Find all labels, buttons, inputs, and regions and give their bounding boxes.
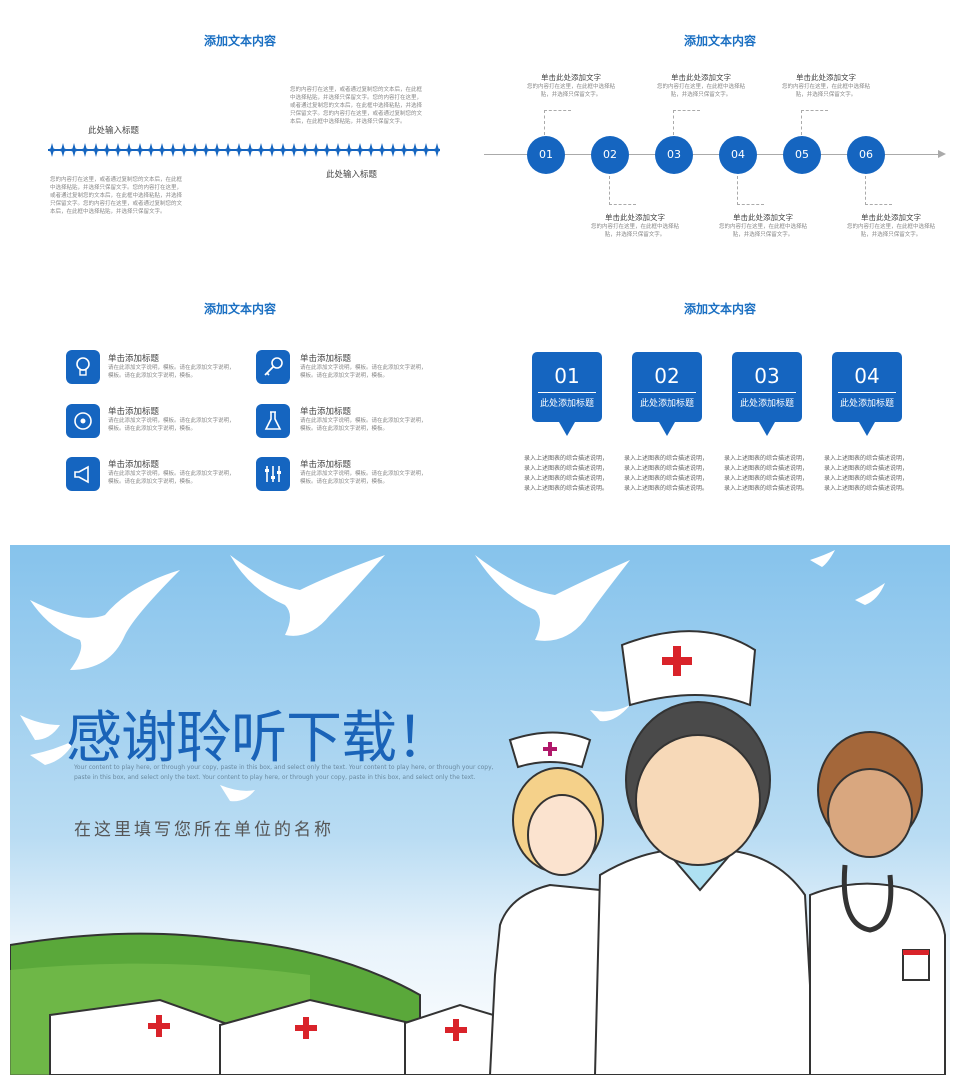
card-desc: 录入上述图表的综合描述说明，录入上述图表的综合描述说明，录入上述图表的综合描述说… (724, 455, 809, 492)
star-marker (299, 143, 311, 157)
connector (865, 176, 892, 205)
thank-you-banner: 感谢聆听下载！ Your content to play here, or th… (10, 545, 950, 1075)
star-marker (178, 143, 190, 157)
slide-cards: 添加文本内容 01 此处添加标题 02 此处添加标题 03 此处添加标题 04 … (480, 272, 960, 540)
star-marker (167, 143, 179, 157)
lightbulb-icon (66, 350, 100, 384)
star-marker (123, 143, 135, 157)
headline: 感谢聆听下载！ (66, 706, 452, 771)
dove-icon (20, 550, 885, 802)
disc-icon (66, 404, 100, 438)
key-icon (256, 350, 290, 384)
card-desc: 录入上述图表的综合描述说明，录入上述图表的综合描述说明，录入上述图表的综合描述说… (524, 455, 609, 492)
list-item: 单击添加标题 请在此添加文字说明，模板。请在此添加文字说明，模板。请在此添加文字… (300, 354, 427, 379)
star-marker (266, 143, 278, 157)
star-marker (68, 143, 80, 157)
list-item: 单击添加标题 请在此添加文字说明，模板。请在此添加文字说明，模板。请在此添加文字… (108, 460, 235, 485)
card: 03 此处添加标题 (732, 352, 802, 436)
list-item: 单击添加标题 请在此添加文字说明，模板。请在此添加文字说明，模板。请在此添加文字… (108, 407, 235, 432)
star-marker (222, 143, 234, 157)
star-marker (310, 143, 322, 157)
banner-illustration (10, 550, 946, 1075)
sliders-icon (256, 457, 290, 491)
slide-title: 添加文本内容 (683, 302, 756, 316)
cross-line (46, 142, 443, 158)
organization-subtitle: 在这里填写您所在单位的名称 (74, 820, 334, 840)
star-marker (288, 143, 300, 157)
arrow-line (484, 154, 944, 155)
card-desc: 录入上述图表的综合描述说明，录入上述图表的综合描述说明，录入上述图表的综合描述说… (824, 455, 909, 492)
star-marker (233, 143, 245, 157)
star-marker (277, 143, 289, 157)
star-marker (420, 143, 432, 157)
star-marker (90, 143, 102, 157)
star-marker (343, 143, 355, 157)
slide-title: 添加文本内容 (683, 34, 756, 48)
star-marker (145, 143, 157, 157)
list-item: 单击添加标题 请在此添加文字说明，模板。请在此添加文字说明，模板。请在此添加文字… (108, 354, 235, 379)
step-bottom-label: 单击此处添加文字 您的内容打在这里，在此框中选择粘贴，并选择只保留文字。 (846, 213, 935, 238)
label-right: 此处输入标题 (326, 170, 378, 180)
step-circle: 06 (847, 136, 885, 174)
star-marker (211, 143, 223, 157)
star-marker (409, 143, 421, 157)
english-text: Your content to play here, or through yo… (74, 764, 494, 781)
arrow-head (938, 150, 946, 158)
star-marker (321, 143, 333, 157)
star-marker (387, 143, 399, 157)
star-marker (332, 143, 344, 157)
star-marker (189, 143, 201, 157)
slide-title: 添加文本内容 (203, 34, 276, 48)
star-marker (156, 143, 168, 157)
step-circle: 05 (783, 136, 821, 174)
star-marker (431, 143, 443, 157)
star-marker (376, 143, 388, 157)
connector (609, 176, 636, 205)
flask-icon (256, 404, 290, 438)
slide-steps: 添加文本内容 01 02 03 04 05 06 单击此处添加文字 您的内容打在… (480, 0, 960, 268)
megaphone-icon (66, 457, 100, 491)
connector (737, 176, 764, 205)
star-marker (354, 143, 366, 157)
card-desc: 录入上述图表的综合描述说明，录入上述图表的综合描述说明，录入上述图表的综合描述说… (624, 455, 709, 492)
star-marker (200, 143, 212, 157)
step-bottom-label: 单击此处添加文字 您的内容打在这里，在此框中选择粘贴，并选择只保留文字。 (718, 213, 807, 238)
step-circle: 02 (591, 136, 629, 174)
list-item: 单击添加标题 请在此添加文字说明，模板。请在此添加文字说明，模板。请在此添加文字… (300, 460, 427, 485)
star-marker (365, 143, 377, 157)
label-left: 此处输入标题 (88, 126, 140, 136)
connector (801, 110, 828, 135)
step-circle: 04 (719, 136, 757, 174)
step-top-label: 单击此处添加文字 您的内容打在这里，在此框中选择粘贴，并选择只保留文字。 (781, 73, 870, 98)
connector (544, 110, 571, 135)
star-marker (79, 143, 91, 157)
connector (673, 110, 700, 135)
text-top: 您的内容打在这里，或者通过复制您的文本后，在此框中选择粘贴，并选择只保留文字。您… (290, 87, 423, 125)
step-circle: 01 (527, 136, 565, 174)
star-marker (244, 143, 256, 157)
card: 01 此处添加标题 (532, 352, 602, 436)
slide-timeline-cross: 添加文本内容 此处输入标题 您的内容打在这里，或者通过复制您的文本后，在此框中选… (0, 0, 480, 268)
star-marker (101, 143, 113, 157)
slide-icon-list: 添加文本内容 单击添加标题 请在此添加文字说明，模板。请在此添加文字说明，模板。… (0, 272, 480, 540)
list-item: 单击添加标题 请在此添加文字说明，模板。请在此添加文字说明，模板。请在此添加文字… (300, 407, 427, 432)
card: 04 此处添加标题 (832, 352, 902, 436)
star-marker (255, 143, 267, 157)
star-marker (398, 143, 410, 157)
slide-title: 添加文本内容 (203, 302, 276, 316)
text-bottom: 您的内容打在这里，或者通过复制您的文本后，在此框中选择粘贴，并选择只保留文字。您… (50, 177, 183, 215)
star-marker (112, 143, 124, 157)
step-top-label: 单击此处添加文字 您的内容打在这里，在此框中选择粘贴，并选择只保留文字。 (526, 73, 615, 98)
card: 02 此处添加标题 (632, 352, 702, 436)
star-marker (46, 143, 58, 157)
star-marker (134, 143, 146, 157)
step-bottom-label: 单击此处添加文字 您的内容打在这里，在此框中选择粘贴，并选择只保留文字。 (590, 213, 679, 238)
step-circle: 03 (655, 136, 693, 174)
step-top-label: 单击此处添加文字 您的内容打在这里，在此框中选择粘贴，并选择只保留文字。 (656, 73, 745, 98)
star-marker (57, 143, 69, 157)
